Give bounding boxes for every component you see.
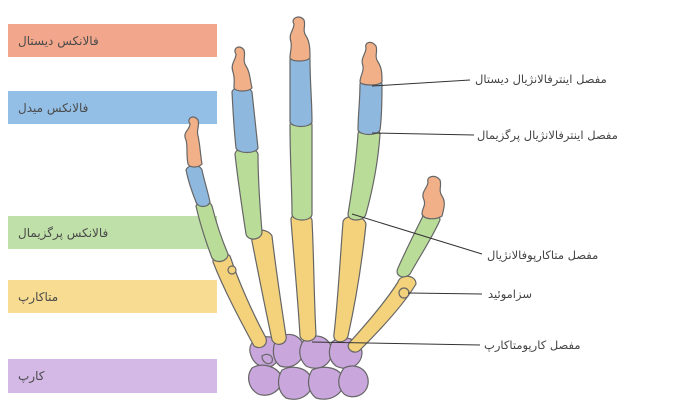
metacarpal-bones	[213, 214, 416, 352]
label-sesamoid: سزاموئید	[488, 287, 532, 301]
label-mcp-joint: مفصل متاکارپوفالانژیال	[487, 248, 598, 262]
label-pip-joint: مفصل اینترفالانژیال پرگزیمال	[477, 128, 618, 142]
proximal-phalanges	[196, 119, 440, 277]
label-cmc-joint: مفصل کارپومتاکارپ	[484, 338, 580, 352]
distal-phalanges	[185, 17, 444, 219]
label-dip-joint: مفصل اینترفالانژیال دیستال	[475, 72, 607, 86]
sesamoid-bone	[228, 266, 409, 298]
